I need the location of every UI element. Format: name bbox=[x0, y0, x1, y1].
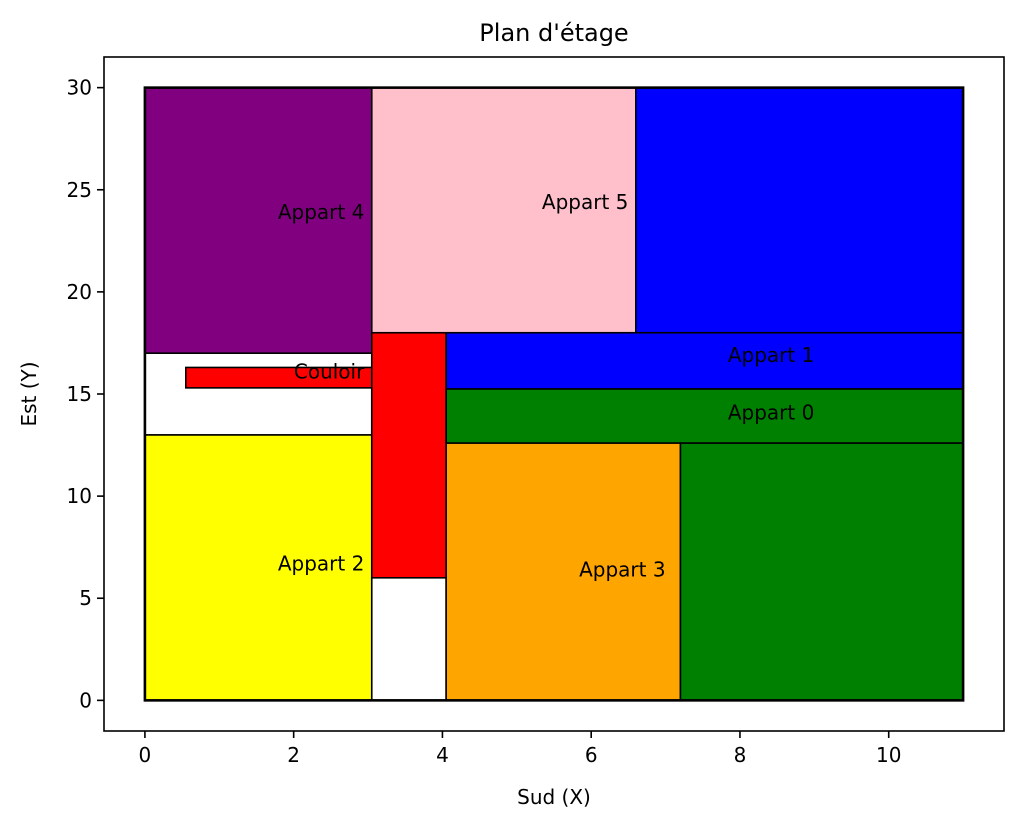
room-appart-2 bbox=[144, 434, 373, 702]
room-label-appart-0: Appart 0 bbox=[728, 400, 814, 424]
room-appart-5 bbox=[370, 86, 637, 334]
y-tick-label: 30 bbox=[67, 76, 92, 100]
x-tick-label: 4 bbox=[436, 743, 449, 767]
y-tick-label: 25 bbox=[67, 178, 92, 202]
x-tick-label: 2 bbox=[287, 743, 300, 767]
building-outline bbox=[143, 86, 965, 702]
room-label-couloir-west-strip: Couloir bbox=[294, 360, 365, 384]
y-tick-label: 5 bbox=[79, 586, 92, 610]
room-label-appart-4: Appart 4 bbox=[278, 200, 364, 224]
room-appart-0-south bbox=[679, 442, 964, 702]
x-axis-label: Sud (X) bbox=[517, 785, 591, 809]
room-label-appart-5: Appart 5 bbox=[542, 190, 628, 214]
x-tick-label: 8 bbox=[734, 743, 747, 767]
room-label-appart-2: Appart 2 bbox=[278, 552, 364, 576]
chart-title: Plan d'étage bbox=[479, 19, 628, 47]
y-tick-label: 10 bbox=[67, 484, 92, 508]
x-tick-label: 6 bbox=[585, 743, 598, 767]
room-appart-0 bbox=[445, 388, 964, 444]
x-axis-ticks: 0 2 4 6 8 10 bbox=[139, 731, 901, 767]
room-couloir-central bbox=[370, 331, 447, 579]
rooms-layer bbox=[143, 86, 965, 702]
y-tick-label: 0 bbox=[79, 688, 92, 712]
room-appart-4 bbox=[144, 86, 373, 354]
y-axis-ticks: 0 5 10 15 20 25 30 bbox=[67, 76, 104, 712]
room-label-appart-3: Appart 3 bbox=[579, 558, 665, 582]
room-appart-1-north bbox=[635, 86, 964, 334]
x-tick-label: 0 bbox=[139, 743, 152, 767]
y-tick-label: 20 bbox=[67, 280, 92, 304]
x-tick-label: 10 bbox=[876, 743, 901, 767]
room-label-appart-1: Appart 1 bbox=[728, 343, 814, 367]
y-axis-label: Est (Y) bbox=[17, 361, 41, 426]
room-empty-south-cell bbox=[370, 577, 447, 702]
y-tick-label: 15 bbox=[67, 382, 92, 406]
room-appart-1 bbox=[445, 331, 964, 390]
